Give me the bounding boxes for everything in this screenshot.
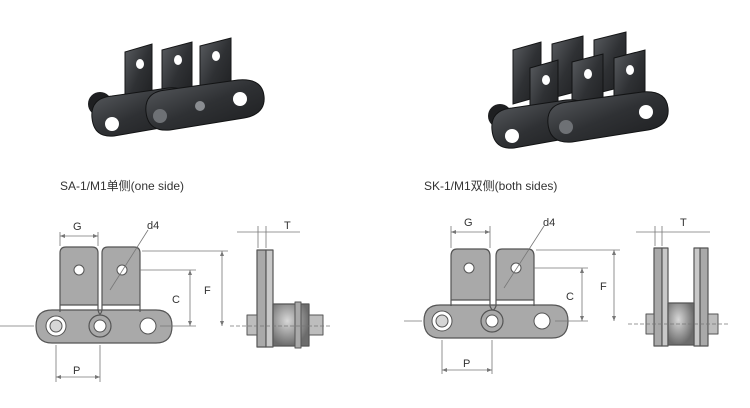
dim-c-label: C	[566, 291, 574, 303]
dim-p-label: P	[73, 365, 80, 377]
photo-single-side	[88, 37, 265, 137]
photo-both-sides	[488, 31, 669, 149]
caption-both-sides: SK-1/M1双侧(both sides)	[424, 179, 557, 193]
dim-g-label: G	[464, 217, 473, 229]
dim-f-label: F	[204, 285, 211, 297]
dim-t-label: T	[284, 220, 291, 232]
dim-t-label: T	[680, 217, 687, 229]
caption-single-side: SA-1/M1单侧(one side)	[60, 179, 184, 193]
dim-d4-label: d4	[543, 217, 555, 229]
dim-f-label: F	[600, 281, 607, 293]
drawing-single-side: G d4 C F P T	[0, 220, 330, 382]
dim-c-label: C	[172, 294, 180, 306]
dim-p-label: P	[463, 358, 470, 370]
dim-g-label: G	[73, 221, 82, 233]
drawing-both-sides: G d4 C F P T	[404, 217, 730, 374]
dim-d4-label: d4	[147, 220, 159, 232]
